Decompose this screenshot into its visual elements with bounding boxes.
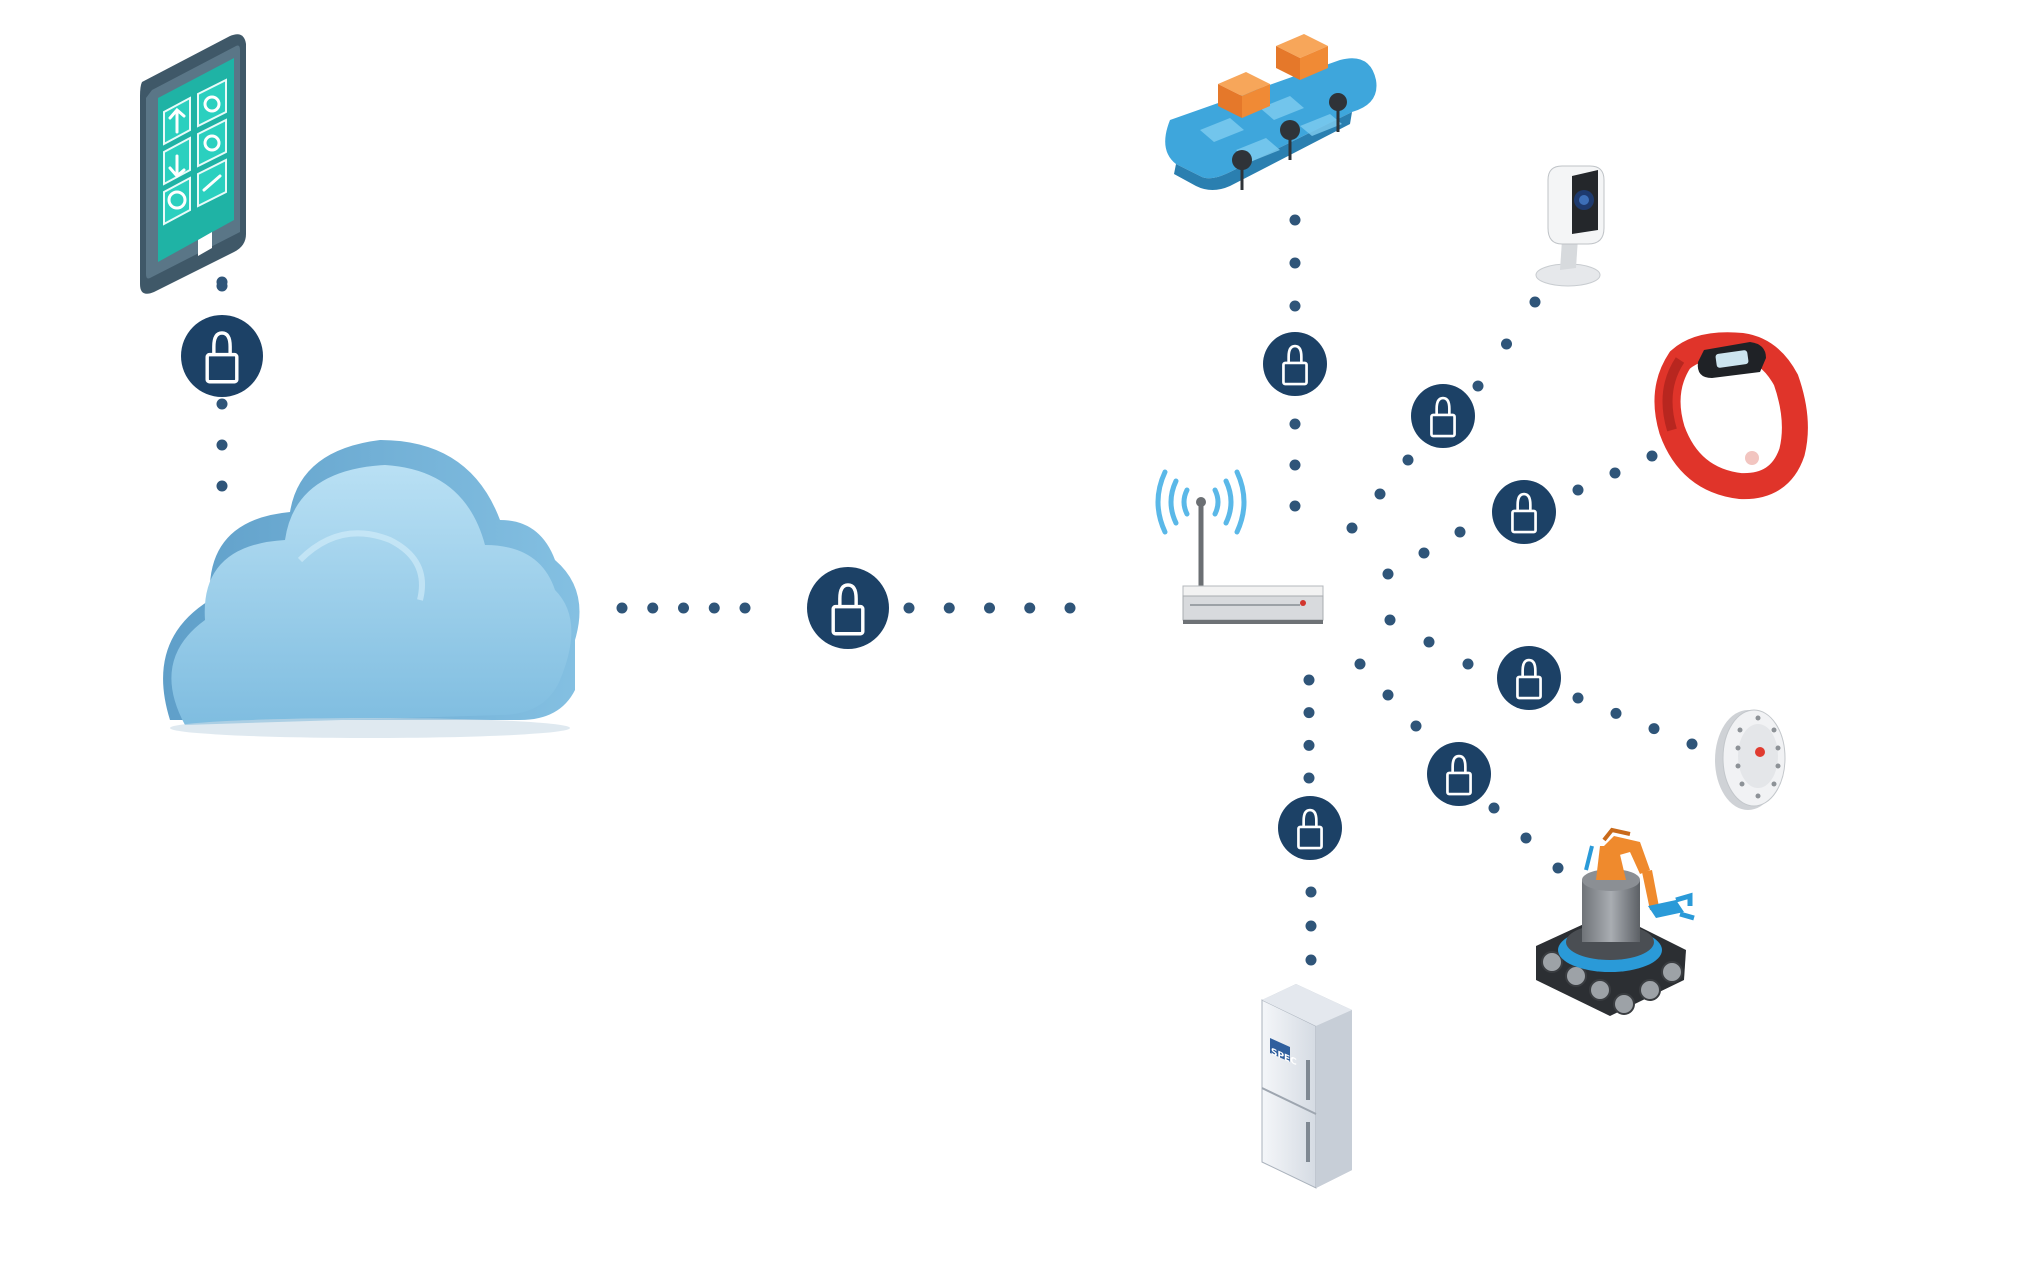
link-dot [1303,674,1315,686]
link-dot [1289,459,1301,471]
link-dot [1552,862,1564,874]
link-dot [1374,488,1386,500]
link-dot [1423,636,1435,648]
link-dot [708,602,720,614]
lock-badges [181,315,1561,860]
link-dot [1572,692,1584,704]
link-dot [739,602,751,614]
link-dot [216,480,228,492]
link-dot [647,602,659,614]
link-dot [1303,772,1315,784]
smart-fridge-icon: SPEC [1261,984,1352,1189]
link-dot [216,280,228,292]
link-dot [1303,739,1315,751]
lock-icon [1492,480,1556,544]
link-dot [1686,738,1698,750]
link-dot [1346,522,1358,534]
link-dot [1382,689,1394,701]
link-dot [1289,500,1301,512]
link-dot [1402,454,1414,466]
link-dot [216,439,228,451]
link-dot [1289,300,1301,312]
link-dot [1529,296,1541,308]
industrial-robot-icon [1536,827,1695,1016]
cloud-icon [163,440,580,738]
conveyor-belt-icon [1165,34,1377,190]
wifi-waves-icon [1155,469,1247,535]
link-dot [678,602,689,614]
link-dot [943,602,955,614]
link-dot [1064,602,1076,614]
smartphone-icon [140,34,246,294]
lock-icon [1411,384,1475,448]
security-camera-icon [1535,165,1605,287]
link-dot [1572,484,1584,496]
link-dot [1462,658,1474,670]
link-dot [216,398,228,410]
link-dot [1520,832,1532,844]
crate-icon [1276,34,1328,80]
link-dot [1384,614,1396,626]
lock-icon [1497,646,1561,710]
link-dot [1418,547,1430,559]
wifi-router-icon [1155,469,1324,624]
link-dot [1289,418,1301,430]
lock-icon [181,315,263,397]
connection-lines [216,214,1698,966]
link-dot [1289,214,1301,226]
link-dot [1410,720,1422,732]
link-dot [1305,886,1317,898]
lock-icon [807,567,889,649]
link-dot [1305,920,1317,932]
link-dot [1610,707,1622,719]
link-dot [1382,568,1394,580]
lock-icon [1263,332,1327,396]
link-dot [1488,802,1500,814]
smoke-detector-icon [1715,709,1786,810]
link-dot [1305,954,1317,966]
link-dot [1289,257,1301,269]
link-dot [984,602,995,614]
link-dot [1648,723,1660,735]
link-dot [1609,467,1621,479]
lock-icon [1278,796,1342,860]
link-dot [1472,380,1484,392]
link-dot [1303,707,1315,719]
lock-icon [1427,742,1491,806]
link-dot [1024,602,1036,614]
link-dot [1501,338,1512,350]
link-dot [1646,450,1658,462]
fitness-tracker-icon [1654,332,1808,500]
link-dot [1454,526,1466,538]
fridge-display-badge [1270,1038,1290,1062]
link-dot [903,602,915,614]
crate-icon [1218,72,1270,118]
link-dot [1354,658,1366,670]
link-dot [616,602,628,614]
